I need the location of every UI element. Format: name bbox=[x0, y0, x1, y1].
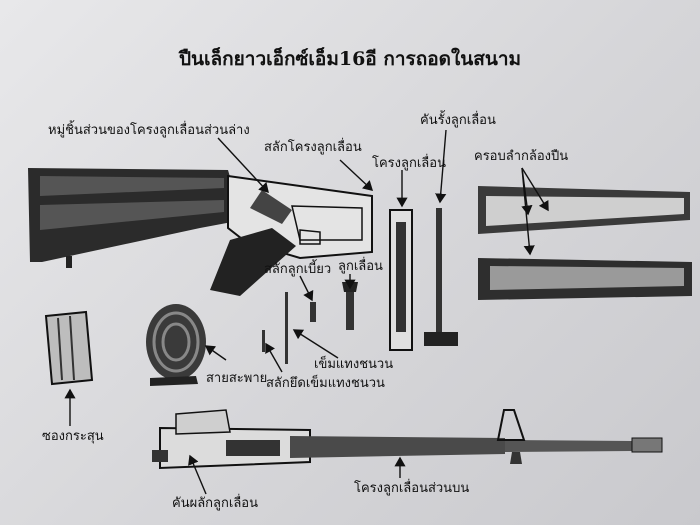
label-bolt-carrier: โครงลูกเลื่อน bbox=[372, 156, 446, 171]
arrow-firing-pin-retaining-pin bbox=[265, 342, 283, 373]
label-cam-pin: สลักลูกเบี้ยว bbox=[264, 262, 332, 277]
arrow-charging-handle-lower bbox=[188, 454, 207, 495]
bolt-carrier bbox=[389, 209, 413, 351]
label-firing-pin-retaining-pin: สลักยึดเข็มแทงชนวน bbox=[266, 376, 385, 391]
label-sling: สายสะพาย bbox=[206, 371, 268, 386]
stock-lower-receiver bbox=[28, 168, 373, 296]
arrow-sling bbox=[204, 345, 227, 361]
label-bolt: ลูกเลื่อน bbox=[338, 259, 383, 274]
label-lower-receiver-group: หมู่ชิ้นส่วนของโครงลูกเลื่อนส่วนล่าง bbox=[48, 123, 250, 138]
handguards bbox=[478, 186, 692, 300]
label-handguards: ครอบลำกล้องปืน bbox=[474, 149, 569, 164]
arrow-charging-handle bbox=[435, 129, 447, 204]
leader-lines bbox=[64, 129, 549, 495]
arrow-receiver-pin bbox=[339, 159, 374, 191]
diagram-title: ปืนเล็กยาวเอ็กซ์เอ็ม16อี การถอดในสนาม bbox=[178, 48, 522, 70]
arrow-handguard-bottom bbox=[521, 167, 535, 256]
label-firing-pin: เข็มแทงชนวน bbox=[314, 357, 394, 372]
charging-handle bbox=[424, 208, 458, 346]
sling bbox=[146, 304, 206, 386]
label-magazine: ซองกระสุน bbox=[42, 429, 104, 444]
arrow-firing-pin bbox=[292, 329, 339, 359]
label-upper-receiver: โครงลูกเลื่อนส่วนบน bbox=[354, 481, 470, 496]
arrow-lower-receiver bbox=[217, 137, 269, 194]
label-charging-handle-lower: คันผลักลูกเลื่อน bbox=[172, 496, 258, 511]
label-receiver-pin: สลักโครงลูกเลื่อน bbox=[264, 140, 362, 155]
label-charging-handle: คันรั้งลูกเลื่อน bbox=[420, 113, 496, 128]
magazine bbox=[44, 310, 94, 386]
arrow-cam-pin bbox=[299, 275, 314, 302]
arrow-handguard-top-2 bbox=[521, 167, 549, 212]
upper-receiver-barrel bbox=[152, 409, 663, 470]
small-parts bbox=[262, 282, 358, 364]
